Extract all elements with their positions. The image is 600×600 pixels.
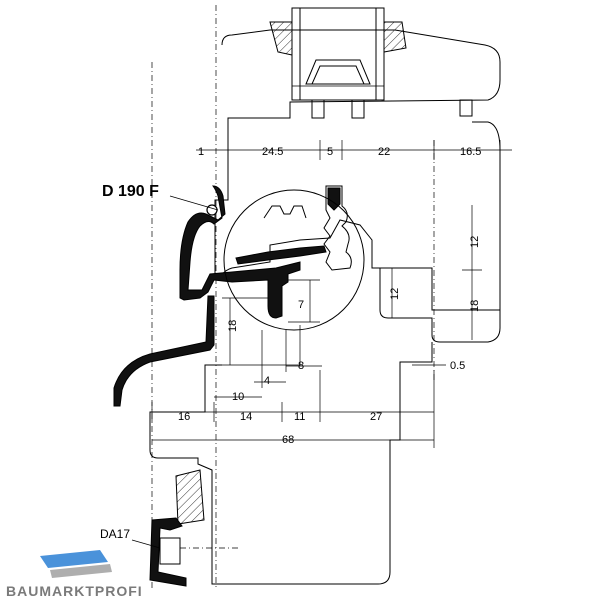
dim-top-22: 22	[378, 146, 390, 158]
dim-mid-12: 12	[389, 288, 401, 300]
dim-left-18: 18	[227, 320, 239, 332]
dim-row-11: 11	[294, 411, 305, 423]
dim-0-5: 0.5	[450, 360, 465, 372]
d190f-cover-profile	[179, 185, 327, 319]
dim-7: 7	[298, 299, 304, 311]
dimension-lines	[131, 140, 512, 549]
dim-top-5: 5	[327, 146, 333, 158]
detail-circle	[223, 189, 365, 331]
upper-sash	[221, 7, 501, 150]
dim-top-1: 1	[198, 146, 204, 158]
dim-top-16-5: 16.5	[460, 146, 481, 158]
dim-total-68: 68	[282, 434, 294, 446]
dim-row-16: 16	[178, 411, 190, 423]
dim-row-27: 27	[370, 411, 382, 423]
gasket-label: DA17	[100, 527, 130, 541]
sash-drip-arm	[113, 295, 215, 407]
profile-label: D 190 F	[102, 183, 159, 200]
dim-8: 8	[298, 360, 304, 372]
dimension-labels: 1 24.5 5 22 16.5 12 18 12 7 18 8 4 10 0.…	[178, 146, 481, 446]
watermark-text: BAUMARKTPROFI	[6, 583, 143, 599]
dim-row-14: 14	[240, 411, 252, 423]
dim-top-24-5: 24.5	[262, 146, 283, 158]
bead-teeth	[263, 205, 307, 219]
dim-right-12: 12	[469, 236, 481, 248]
dim-right-18: 18	[469, 300, 481, 312]
watermark-logo: BAUMARKTPROFI	[6, 550, 143, 599]
dim-10: 10	[232, 391, 244, 403]
da17-gasket	[149, 469, 240, 587]
dim-4: 4	[264, 375, 270, 387]
